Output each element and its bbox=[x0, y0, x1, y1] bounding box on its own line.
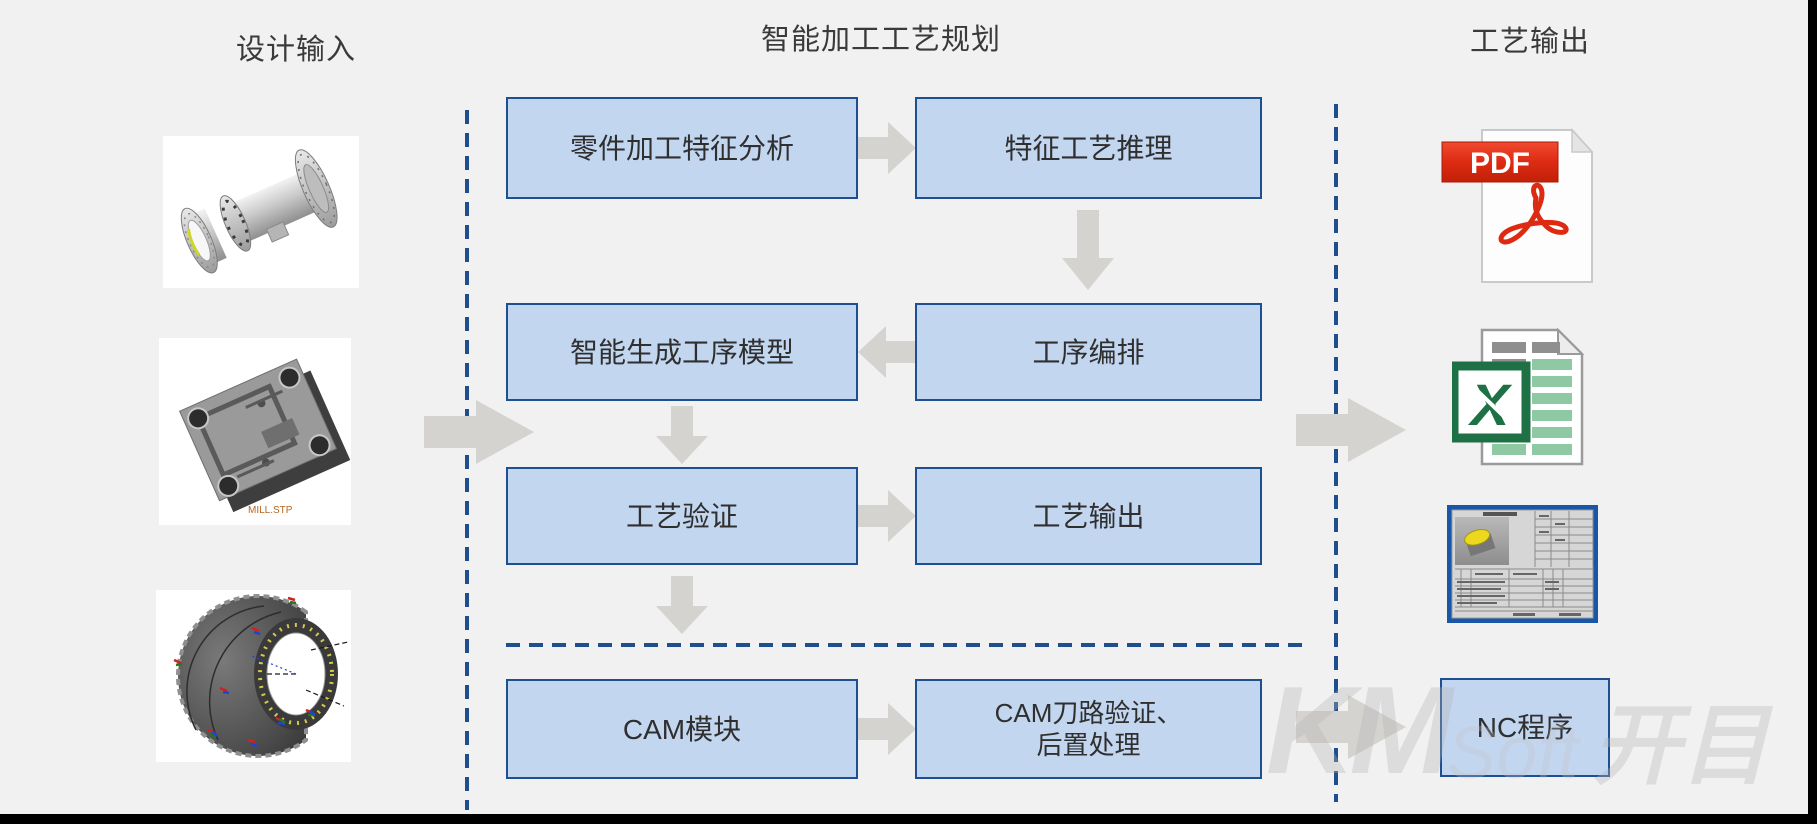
flow-box-label: 工艺输出 bbox=[1032, 500, 1145, 532]
pdf-file-icon: PDF bbox=[1440, 128, 1612, 284]
plate-file-caption: MILL.STP bbox=[248, 505, 293, 516]
arrow-cam-to-nc-icon bbox=[1296, 695, 1406, 759]
flow-box-label: 工序编排 bbox=[1032, 336, 1145, 368]
flow-box-label: 工艺验证 bbox=[625, 500, 738, 532]
flow-box-label: 零件加工特征分析 bbox=[569, 132, 794, 164]
flow-box-feature-reasoning: 特征工艺推理 bbox=[915, 97, 1262, 199]
arrow-design-to-planning-icon bbox=[424, 400, 534, 464]
arrow-right-icon bbox=[858, 490, 916, 542]
flow-box-nc-program: NC程序 bbox=[1440, 678, 1610, 777]
right-dashed-divider bbox=[1334, 104, 1338, 802]
process-card-thumbnail bbox=[1447, 505, 1598, 623]
flow-box-label: CAM模块 bbox=[622, 713, 742, 745]
flow-box-cam-module: CAM模块 bbox=[506, 679, 858, 779]
flow-box-label: 特征工艺推理 bbox=[1004, 132, 1173, 164]
arrow-left-icon bbox=[858, 326, 916, 378]
flow-box-label-line1: CAM刀路验证、 bbox=[994, 697, 1183, 728]
arrow-planning-to-output-icon bbox=[1296, 398, 1406, 462]
arrow-down-icon bbox=[1062, 210, 1114, 290]
flow-box-cam-toolpath: CAM刀路验证、 后置处理 bbox=[915, 679, 1262, 779]
header-design-input: 设计输入 bbox=[235, 34, 356, 66]
arrow-right-icon bbox=[858, 122, 916, 174]
flow-box-feature-analysis: 零件加工特征分析 bbox=[506, 97, 858, 199]
flow-box-label-line2: 后置处理 bbox=[1036, 730, 1141, 760]
excel-file-icon: X bbox=[1452, 322, 1592, 472]
flow-box-generate-op-model: 智能生成工序模型 bbox=[506, 303, 858, 401]
flanged-shaft-cad-image bbox=[163, 136, 359, 288]
left-dashed-divider bbox=[465, 110, 469, 810]
flow-box-process-verification: 工艺验证 bbox=[506, 467, 858, 565]
flow-box-op-sequencing: 工序编排 bbox=[915, 303, 1262, 401]
fixture-plate-cad-image bbox=[159, 338, 351, 525]
flow-box-process-output: 工艺输出 bbox=[915, 467, 1262, 565]
engine-casing-cad-image bbox=[156, 590, 351, 762]
watermark-cn: 开目 bbox=[1592, 696, 1769, 796]
flow-box-label: 智能生成工序模型 bbox=[569, 336, 794, 368]
svg-text:PDF: PDF bbox=[1470, 147, 1530, 180]
header-planning: 智能加工工艺规划 bbox=[760, 24, 1001, 56]
header-process-output: 工艺输出 bbox=[1469, 26, 1590, 58]
arrow-down-icon bbox=[656, 406, 708, 464]
arrow-right-icon bbox=[858, 703, 916, 755]
flow-box-label: NC程序 bbox=[1476, 712, 1574, 743]
cam-section-dashed-divider bbox=[506, 643, 1307, 647]
arrow-down-icon bbox=[656, 576, 708, 634]
